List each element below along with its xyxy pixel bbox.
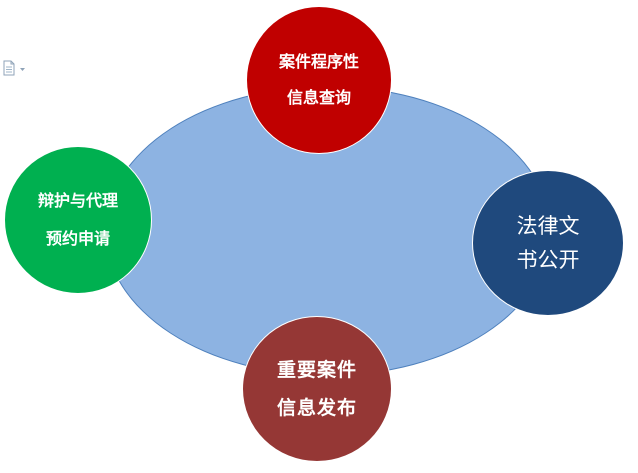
- node-bottom-line2: 信息发布: [276, 397, 357, 419]
- legal-documents-publication-node: 法律文 书公开: [472, 170, 624, 316]
- node-bottom-line1: 重要案件: [276, 359, 357, 381]
- major-case-info-release-node: 重要案件 信息发布: [242, 316, 392, 462]
- node-right-line1: 法律文: [516, 214, 580, 238]
- defense-agency-appointment-node: 辩护与代理 预约申请: [4, 146, 152, 294]
- case-procedure-info-query-node: 案件程序性 信息查询: [246, 6, 392, 154]
- node-left-line1: 辩护与代理: [37, 191, 118, 210]
- document-icon[interactable]: [3, 60, 27, 76]
- document-icon-svg: [3, 60, 25, 76]
- node-top-line1: 案件程序性: [278, 52, 359, 71]
- node-top-line2: 信息查询: [286, 88, 351, 107]
- dropdown-arrow-icon: [20, 68, 25, 71]
- node-right-line2: 书公开: [516, 248, 580, 272]
- node-left-line2: 预约申请: [45, 229, 110, 248]
